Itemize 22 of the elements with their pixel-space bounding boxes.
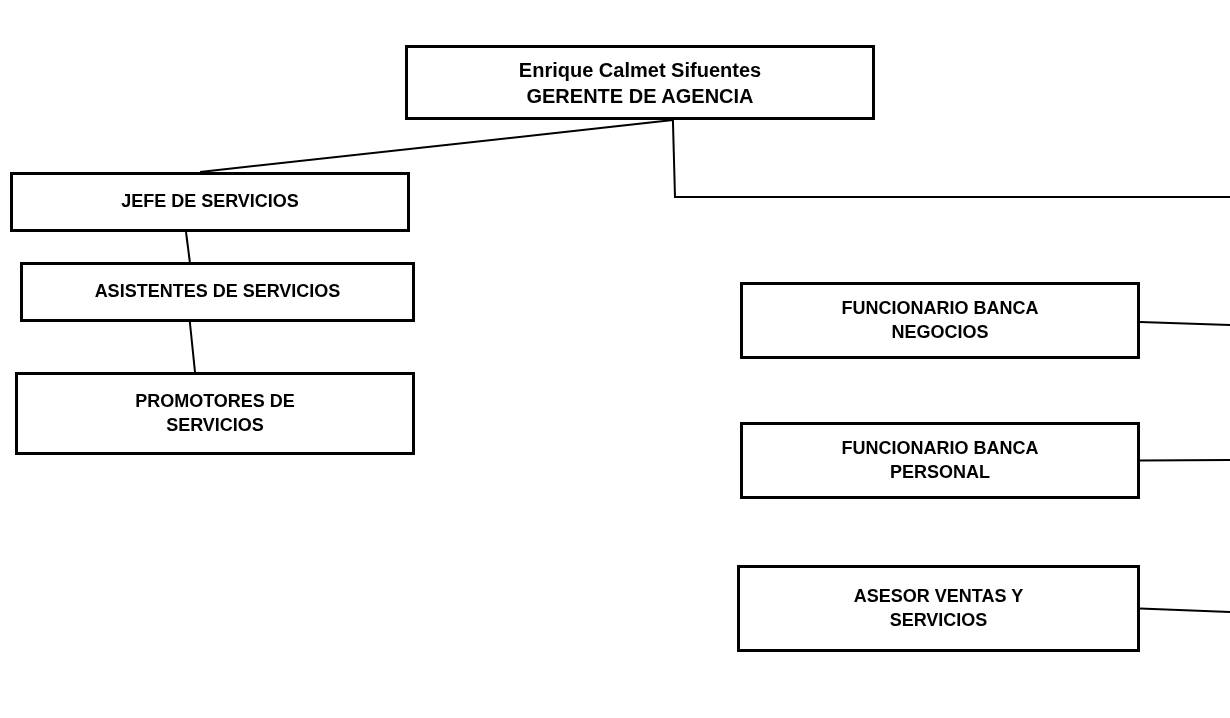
org-box <box>15 372 415 455</box>
connector-line <box>1139 459 1230 462</box>
box-text: ASISTENTES DE SERVICIOS <box>94 280 341 304</box>
connector-line <box>1139 607 1230 613</box>
box-text: FUNCIONARIO BANCA NEGOCIOS <box>840 297 1040 344</box>
box-text: PROMOTORES DE SERVICIOS <box>134 390 296 437</box>
org-box <box>20 262 415 322</box>
org-box <box>10 172 410 232</box>
connector-line <box>188 321 196 373</box>
org-box <box>405 45 875 120</box>
connector-line <box>1139 321 1230 326</box>
org-box <box>737 565 1140 652</box>
box-text: Enrique Calmet Sifuentes <box>518 57 762 83</box>
connector-line <box>671 119 1230 198</box>
box-text: FUNCIONARIO BANCA PERSONAL <box>840 437 1040 484</box>
org-box <box>740 282 1140 359</box>
connector-line <box>199 119 674 173</box>
box-text: JEFE DE SERVICIOS <box>121 190 299 214</box>
box-subtext: GERENTE DE AGENCIA <box>526 83 754 109</box>
org-box <box>740 422 1140 499</box>
box-text: ASESOR VENTAS Y SERVICIOS <box>852 585 1025 632</box>
connector-line <box>185 231 191 263</box>
